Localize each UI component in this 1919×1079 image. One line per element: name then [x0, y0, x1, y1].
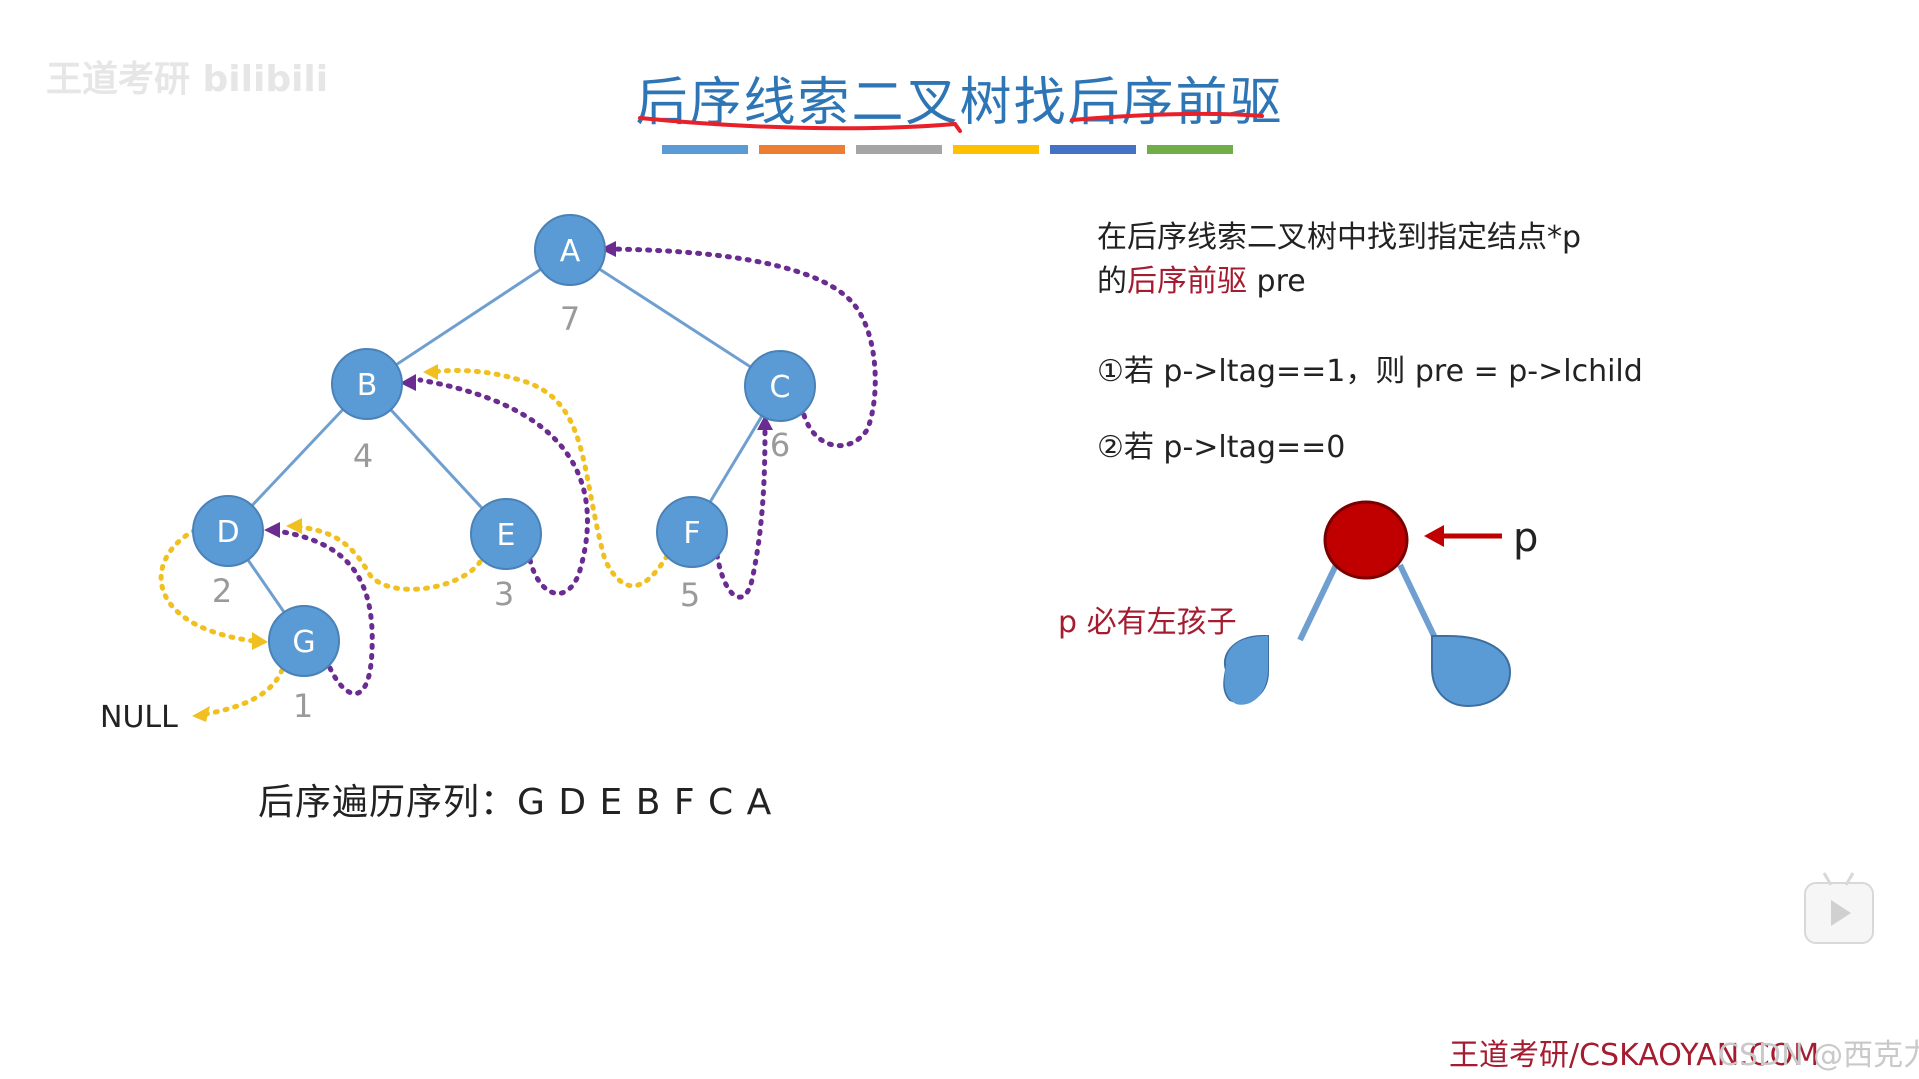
pointer-arrow-head [1424, 525, 1444, 547]
description-line2-prefix: 的 [1097, 264, 1127, 299]
node-C [744, 350, 816, 422]
arrowhead-c-from-f [757, 415, 773, 430]
play-icon [1831, 900, 1851, 926]
arrowhead-d-from-e [286, 518, 302, 534]
footer-brand: 王道考研/CSKAOYAN.COM [1449, 1038, 1820, 1073]
title-bar-6 [1147, 145, 1233, 154]
node-order-D: 2 [212, 572, 232, 610]
node-E [470, 498, 542, 570]
play-button[interactable] [1804, 872, 1874, 944]
description-line2-highlight: 后序前驱 [1127, 264, 1247, 299]
node-label-E: E [497, 518, 516, 553]
left-child-note: p 必有左孩子 [1058, 605, 1237, 640]
title-bar-3 [856, 145, 942, 154]
description-line2-suffix: pre [1247, 264, 1306, 299]
node-order-C: 6 [770, 426, 790, 464]
thread-e-d [289, 523, 483, 592]
illus-edge-left [1297, 563, 1339, 642]
node-F [656, 496, 728, 568]
edge-A-B [366, 248, 571, 386]
thread-f-c [714, 419, 768, 600]
node-order-A: 7 [560, 300, 580, 338]
arrowhead-g-from-d [252, 632, 268, 650]
tree-nodes: A 7B 4 C 6D 2 E 3 F 5G 1 [192, 214, 816, 725]
title-bar-2 [759, 145, 845, 154]
thread-g-d [267, 527, 375, 696]
node-D [192, 495, 264, 567]
arrowhead-a-from-c [600, 241, 616, 257]
watermark-top-left: 王道考研 bilibili [46, 59, 329, 100]
slide-title: 后序线索二叉树找后序前驱 [635, 73, 1284, 133]
pointer-label: p [1513, 515, 1539, 561]
thread-c-a [605, 246, 878, 448]
thread-e-b [417, 377, 590, 596]
thread-d-g [158, 527, 265, 645]
title-bar-4 [953, 145, 1039, 154]
arrowhead-d-from-g [264, 522, 280, 538]
description-line2: 的后序前驱 pre [1097, 256, 1306, 300]
node-label-F: F [683, 516, 700, 551]
node-label-G: G [292, 625, 315, 660]
title-underline-right [1070, 111, 1264, 122]
arrowhead-b-from-f [423, 364, 438, 380]
illus-left-subtree-fill [1224, 636, 1268, 705]
thread-g-null [197, 667, 285, 718]
title-color-bars [662, 145, 1233, 154]
node-label-C: C [770, 370, 791, 405]
target-node-p [1323, 500, 1409, 580]
node-label-A: A [560, 234, 581, 269]
node-order-B: 4 [353, 437, 373, 475]
p-illustration [1223, 500, 1512, 708]
illus-edge-right [1397, 563, 1439, 642]
arrowhead-null [192, 706, 210, 722]
edge-A-C [569, 248, 781, 388]
node-A [534, 214, 606, 286]
description-line1: 在后序线索二叉树中找到指定结点*p [1097, 220, 1582, 255]
title-bar-1 [662, 145, 748, 154]
rule-1: ①若 p->ltag==1，则 pre = p->lchild [1097, 354, 1643, 389]
node-G [268, 605, 340, 677]
title-bar-5 [1050, 145, 1136, 154]
node-order-F: 5 [680, 576, 700, 614]
node-label-D: D [216, 515, 239, 550]
title-underline-left [638, 116, 962, 133]
node-label-B: B [357, 368, 378, 403]
thread-arrows [158, 246, 878, 718]
arrowhead-b-from-e [400, 374, 416, 391]
node-order-E: 3 [494, 575, 514, 613]
node-B [331, 348, 403, 420]
thread-f-b [427, 367, 670, 589]
thread-arrowheads [192, 241, 773, 722]
illus-right-subtree [1431, 635, 1512, 708]
node-order-G: 1 [293, 687, 313, 725]
watermark-bottom-right: CSDN @西克力拌面 [1718, 1038, 1919, 1073]
null-label: NULL [100, 700, 178, 735]
postorder-sequence: 后序遍历序列：G D E B F C A [258, 782, 773, 823]
rule-2: ②若 p->ltag==0 [1097, 430, 1346, 465]
